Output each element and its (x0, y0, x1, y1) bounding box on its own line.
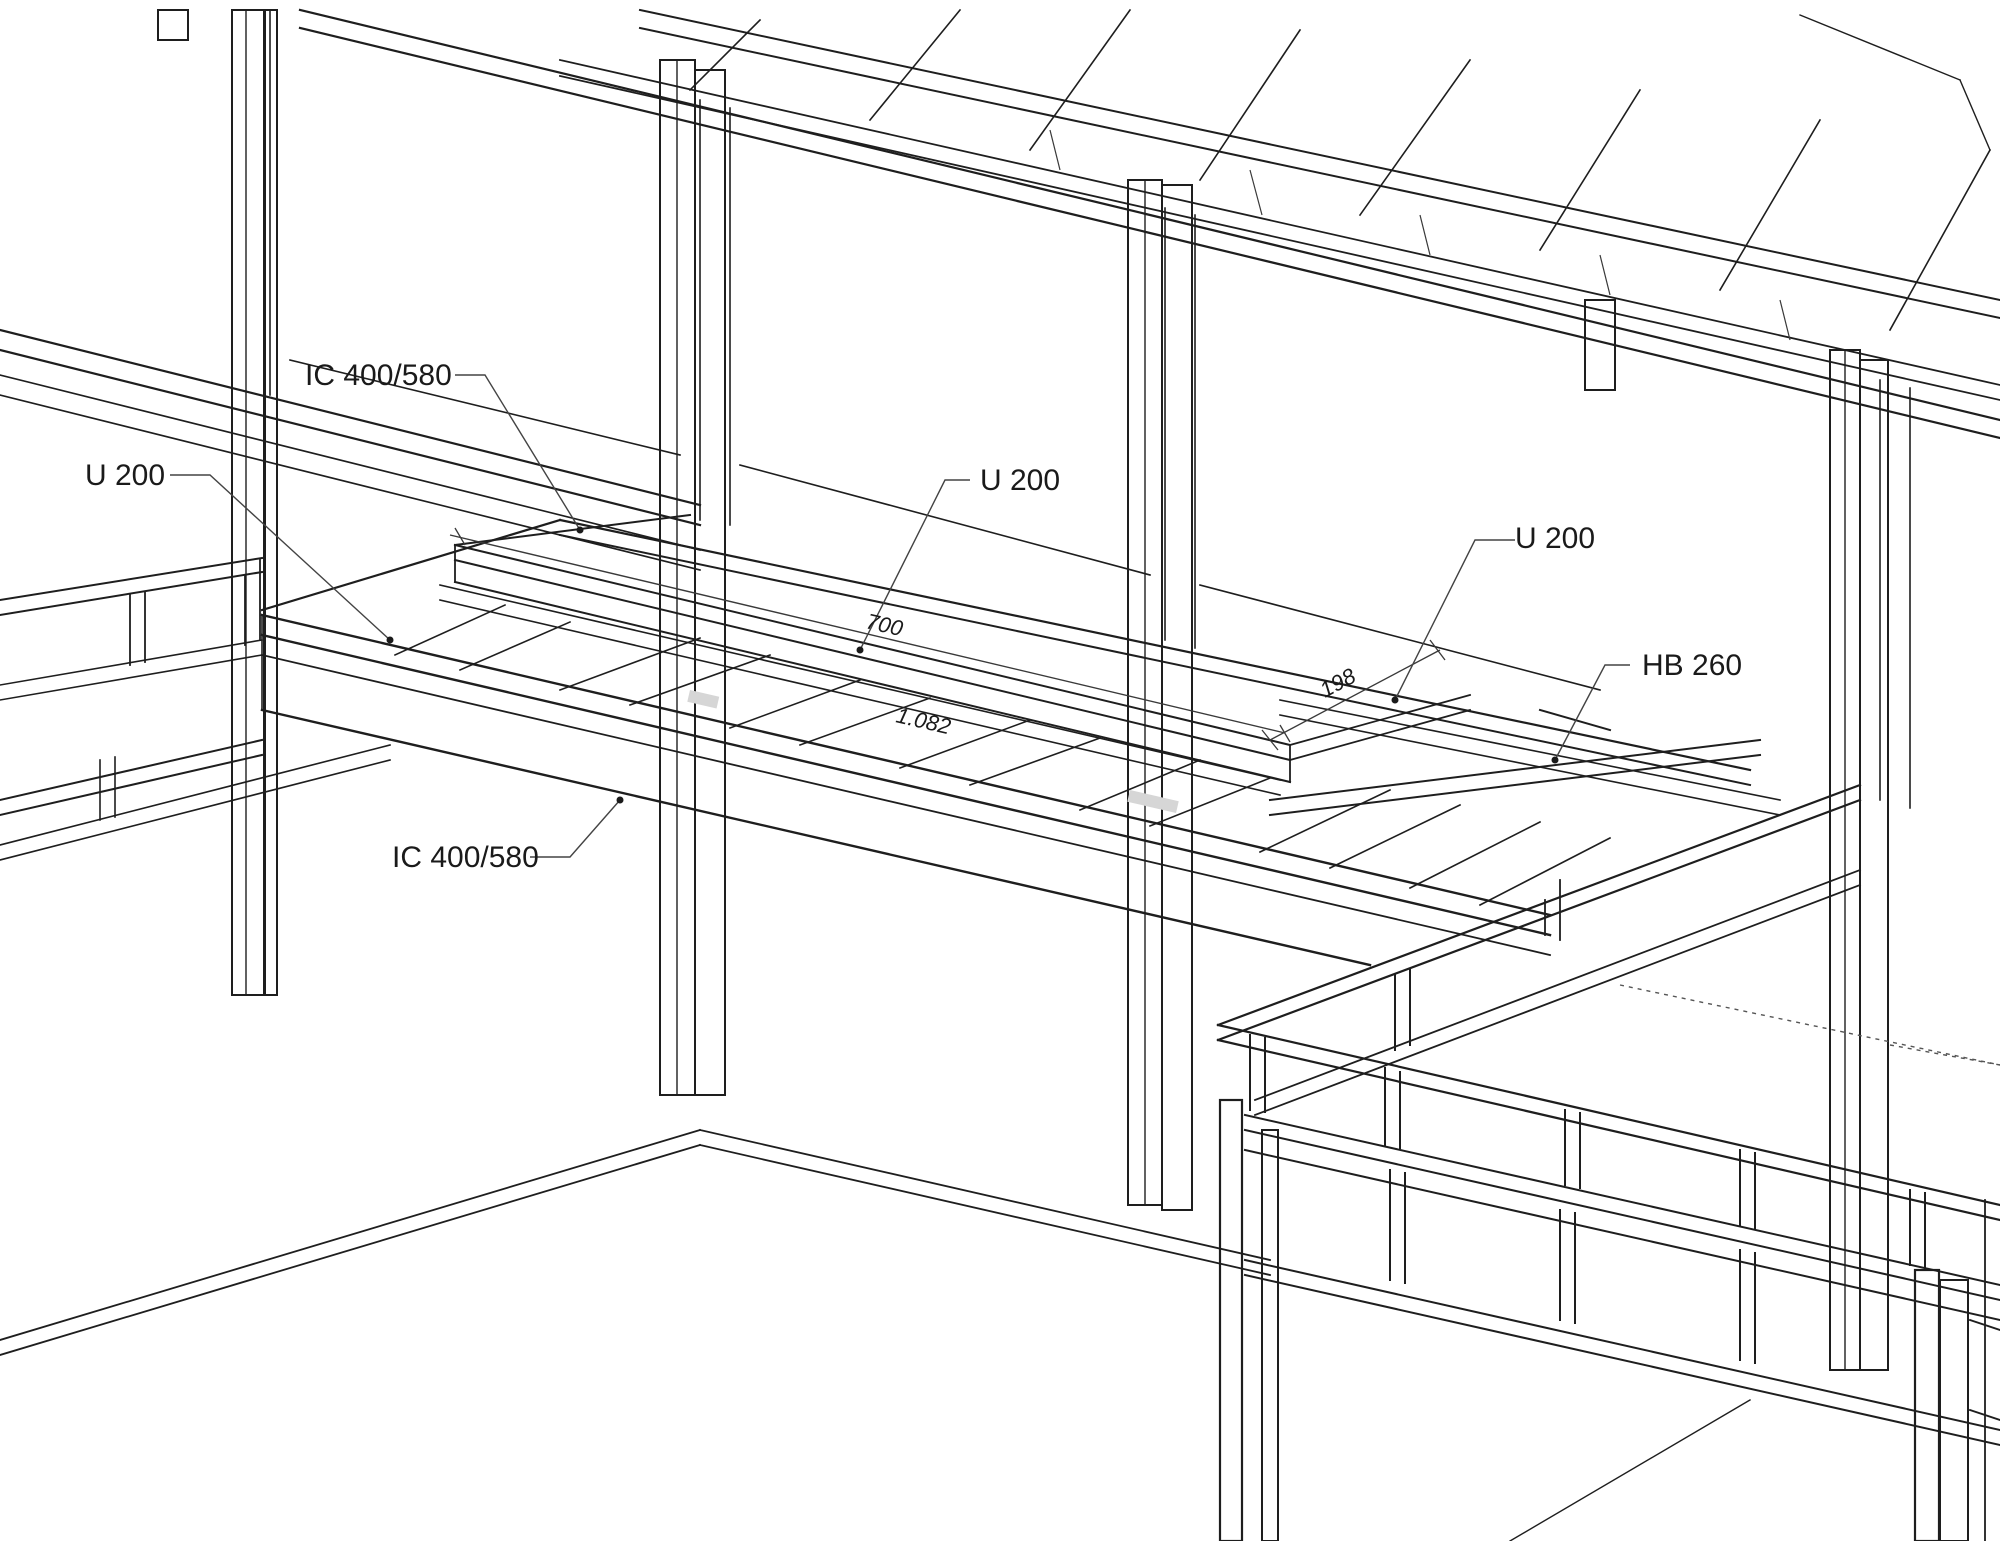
label-u200-right: U 200 (1515, 522, 1595, 555)
hb260-beam (1268, 708, 1762, 941)
columns (157, 9, 1889, 1371)
leader-dots (386, 526, 1559, 804)
leader-lines (170, 374, 1630, 858)
upper-wall (269, 9, 1911, 809)
label-hb260: HB 260 (1642, 649, 1742, 682)
label-ic-400-580-bottom: IC 400/580 (392, 841, 539, 874)
u200-channel (453, 513, 1472, 784)
floor-outline (0, 984, 2000, 1541)
right-railing (1216, 783, 2000, 1541)
dimension-700: 700 (864, 609, 906, 642)
dimension-1082: 1.082 (894, 703, 953, 740)
label-u200-center: U 200 (980, 464, 1060, 497)
roof-framing (298, 8, 2000, 440)
label-ic-400-580-top: IC 400/580 (305, 359, 452, 392)
walkway-deck (393, 518, 1781, 907)
ic-main-beam (260, 518, 1552, 967)
left-railing (0, 556, 391, 861)
label-u200-left: U 200 (85, 459, 165, 492)
